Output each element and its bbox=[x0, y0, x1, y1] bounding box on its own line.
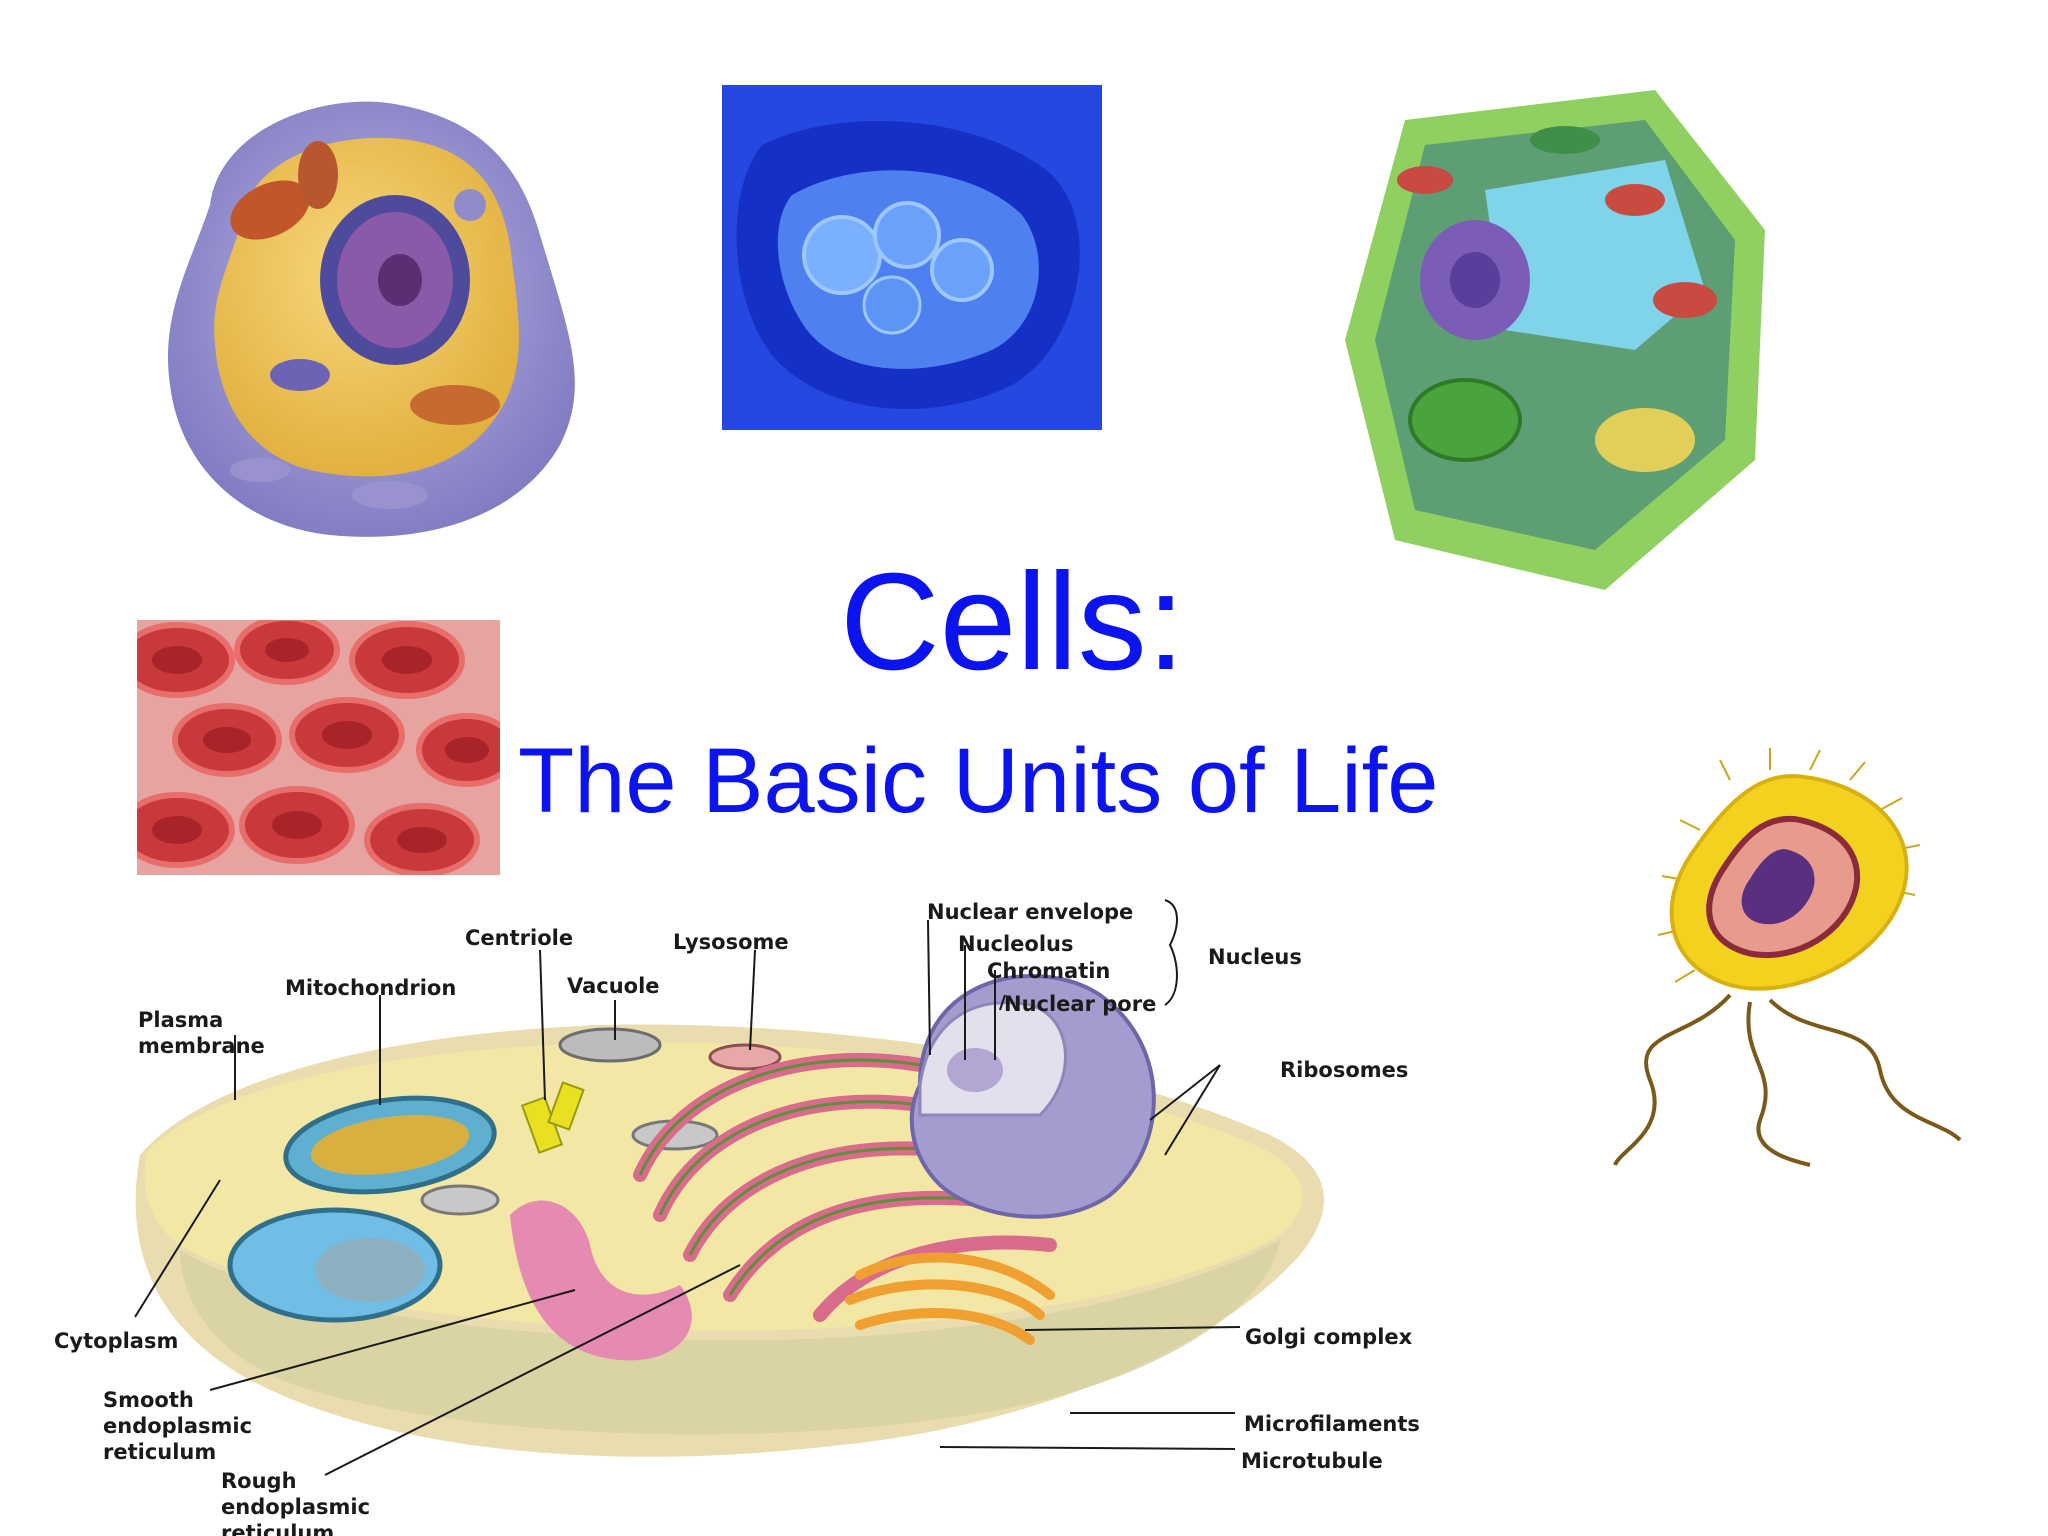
label-nuclear-envelope: Nuclear envelope bbox=[927, 900, 1134, 924]
animal-cell-image bbox=[150, 85, 600, 555]
label-nucleus: Nucleus bbox=[1208, 945, 1302, 969]
label-nuclear-pore: Nuclear pore bbox=[1004, 992, 1157, 1016]
label-microtubule: Microtubule bbox=[1241, 1449, 1383, 1473]
label-chromatin: Chromatin bbox=[987, 959, 1111, 983]
label-centriole: Centriole bbox=[465, 926, 574, 950]
slide-title: Cells: bbox=[840, 545, 1186, 699]
label-lysosome: Lysosome bbox=[673, 930, 789, 954]
label-smooth-er: Smooth endoplasmic reticulum bbox=[103, 1388, 253, 1464]
cell-diagram bbox=[40, 885, 1460, 1530]
label-rough-er: Rough endoplasmic reticulum bbox=[221, 1469, 371, 1536]
label-mitochondrion: Mitochondrion bbox=[285, 976, 457, 1000]
label-cytoplasm: Cytoplasm bbox=[54, 1329, 179, 1353]
label-nucleolus: Nucleolus bbox=[958, 932, 1074, 956]
label-golgi-complex: Golgi complex bbox=[1245, 1325, 1413, 1349]
label-ribosomes: Ribosomes bbox=[1280, 1058, 1409, 1082]
label-microfilaments: Microfilaments bbox=[1244, 1412, 1420, 1436]
plant-cell-image bbox=[1335, 80, 1780, 600]
label-vacuole: Vacuole bbox=[567, 974, 660, 998]
micrograph-image bbox=[722, 85, 1102, 430]
label-plasma-membrane: Plasma membrane bbox=[138, 1008, 265, 1058]
bacterium-image bbox=[1610, 740, 1965, 1170]
red-blood-cells-image bbox=[137, 620, 500, 875]
slide-subtitle: The Basic Units of Life bbox=[518, 730, 1439, 832]
